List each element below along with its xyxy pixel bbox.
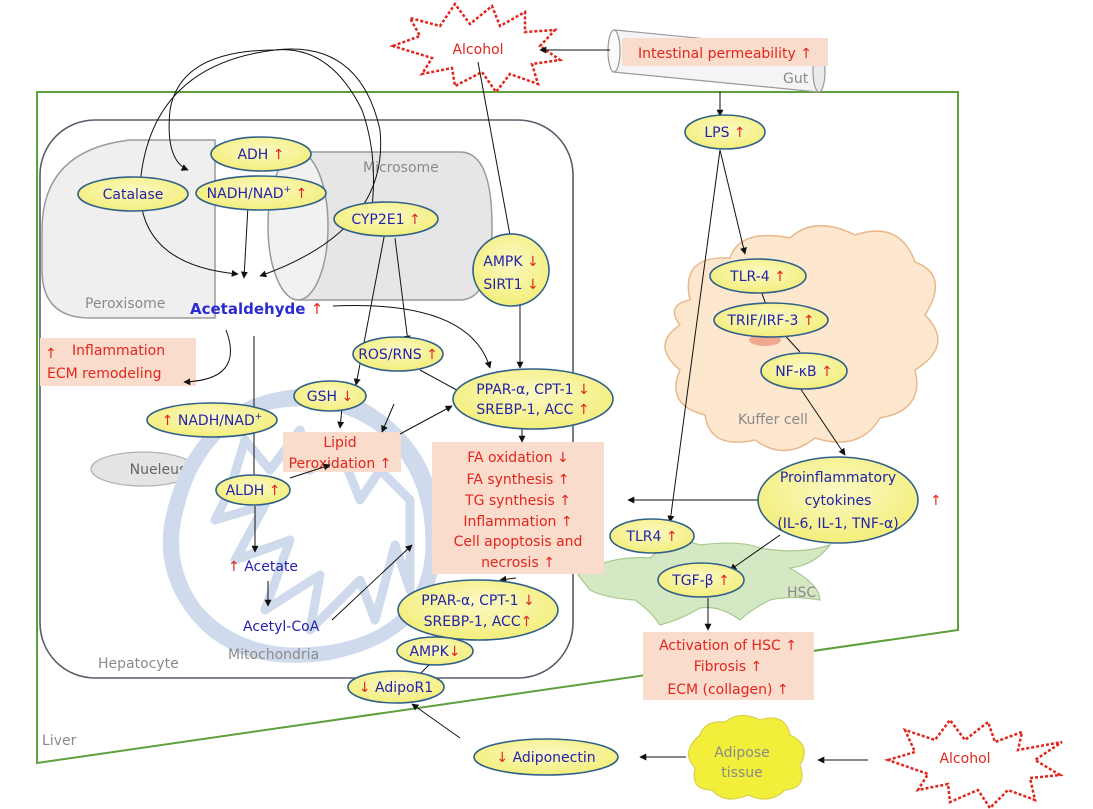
label-catalase: Catalase bbox=[103, 187, 164, 203]
label-trif: TRIF/IRF-3 ↑ bbox=[726, 313, 814, 329]
label-srebp-bot: SREBP-1, ACC↑ bbox=[424, 614, 533, 630]
node-ampk-bot bbox=[396, 636, 474, 666]
label-nfkb: NF-κB ↑ bbox=[775, 364, 833, 380]
label-nadh-top: NADH/NAD+ ↑ bbox=[207, 185, 308, 202]
label-gsh: GSH ↓ bbox=[307, 389, 353, 405]
node-adh bbox=[210, 136, 312, 172]
hepatocyte-label: Hepatocyte bbox=[98, 656, 179, 672]
label-aldh: ALDH ↑ bbox=[226, 483, 281, 499]
node-nadh-mid bbox=[146, 402, 278, 438]
label-ros: ROS/RNS ↑ bbox=[358, 347, 438, 363]
label-cytokines-1: Proinflammatory bbox=[780, 470, 896, 486]
label-cyp2e1: CYP2E1 ↑ bbox=[351, 212, 420, 228]
node-cytokines bbox=[757, 456, 919, 544]
node-adipor1 bbox=[347, 670, 445, 704]
node-cyp2e1 bbox=[333, 201, 439, 237]
alcohol-top-label: Alcohol bbox=[452, 42, 503, 58]
alcohol-bottom-label: Alcohol bbox=[939, 751, 990, 767]
svg-text:Inflammation ↑: Inflammation ↑ bbox=[463, 514, 572, 530]
node-lps bbox=[684, 114, 766, 150]
svg-text:Cell apoptosis and: Cell apoptosis and bbox=[454, 534, 583, 550]
node-ampk-sirt1 bbox=[472, 233, 550, 307]
intestinal-box bbox=[622, 38, 828, 66]
inflammation-box bbox=[40, 338, 196, 386]
node-tlr4-kc bbox=[709, 258, 807, 294]
label-tlr4-kc: TLR-4 ↑ bbox=[729, 269, 786, 285]
label-nadh-mid: ↑ NADH/NAD+ bbox=[162, 412, 263, 429]
alcohol-burst-bottom bbox=[883, 717, 1064, 809]
peroxidation-text: Peroxidation ↑ bbox=[289, 456, 392, 472]
peroxisome bbox=[41, 139, 216, 319]
svg-text:ECM (collagen) ↑: ECM (collagen) ↑ bbox=[667, 682, 788, 698]
node-tlr4-hsc bbox=[609, 518, 695, 554]
microsome-label: Microsome bbox=[363, 160, 439, 176]
pathway-arrows bbox=[139, 46, 868, 764]
node-ros bbox=[352, 336, 444, 372]
label-srebp-top: SREBP-1, ACC ↑ bbox=[476, 402, 589, 418]
node-adiponectin bbox=[473, 738, 619, 776]
node-ppar-bot bbox=[397, 579, 559, 641]
label-acetaldehyde: Acetaldehyde ↑ bbox=[190, 300, 323, 318]
label-tlr4-hsc: TLR4 ↑ bbox=[625, 529, 677, 545]
node-nfkb bbox=[760, 352, 848, 390]
label-cytokines-up: ↑ bbox=[930, 493, 942, 509]
label-ampk-bot: AMPK↓ bbox=[409, 644, 460, 660]
lipid-box bbox=[283, 432, 401, 472]
liver-label: Liver bbox=[42, 733, 77, 749]
label-adh: ADH ↑ bbox=[237, 147, 284, 163]
inflammation-text: Inflammation bbox=[72, 343, 165, 359]
svg-text:Fibrosis ↑: Fibrosis ↑ bbox=[694, 659, 763, 675]
liver-border bbox=[36, 91, 959, 765]
svg-text:FA synthesis ↑: FA synthesis ↑ bbox=[467, 472, 570, 488]
label-adipor1: ↓ AdipoR1 bbox=[359, 680, 433, 696]
enzyme-nodes bbox=[77, 114, 919, 776]
node-aldh bbox=[215, 474, 291, 506]
lipid-text: Lipid bbox=[323, 435, 356, 451]
svg-text:necrosis ↑: necrosis ↑ bbox=[481, 555, 555, 571]
peroxisome-label: Peroxisome bbox=[85, 296, 165, 312]
label-ppar-top: PPAR-α, CPT-1 ↓ bbox=[476, 382, 590, 398]
mitochondria-label: Mitochondria bbox=[228, 647, 319, 663]
hsc-label: HSC bbox=[787, 585, 816, 601]
svg-text:TG synthesis ↑: TG synthesis ↑ bbox=[464, 493, 571, 509]
label-acetyl-coa: Acetyl-CoA bbox=[243, 619, 320, 635]
label-cytokines-2: cytokines bbox=[805, 493, 872, 509]
adipose-label-1: Adipose bbox=[714, 745, 769, 761]
nucleus-label: Nueleus bbox=[130, 462, 187, 478]
label-ppar-bot: PPAR-α, CPT-1 ↓ bbox=[421, 593, 535, 609]
node-ppar-top bbox=[452, 368, 614, 430]
label-tgfb: TGF-β ↑ bbox=[671, 573, 730, 589]
kupffer-label: Kuffer cell bbox=[738, 412, 808, 428]
adipose-label-2: tissue bbox=[721, 765, 762, 781]
label-cytokines-3: (IL-6, IL-1, TNF-α) bbox=[777, 516, 898, 532]
node-tgfb bbox=[657, 562, 745, 598]
intestinal-text: Intestinal permeability ↑ bbox=[638, 46, 812, 62]
node-labels: ADH ↑ Catalase NADH/NAD+ ↑ CYP2E1 ↑ Acet… bbox=[103, 125, 942, 766]
label-ampk-top: AMPK ↓ bbox=[483, 254, 538, 270]
fibrosis-box bbox=[643, 632, 814, 700]
adipose-tissue bbox=[688, 714, 805, 800]
label-acetate: ↑ Acetate bbox=[228, 559, 298, 575]
fa-outcomes-text: FA oxidation ↓ FA synthesis ↑ TG synthes… bbox=[454, 450, 583, 571]
node-nadh-top bbox=[195, 175, 327, 211]
gut-label: Gut bbox=[783, 71, 809, 87]
label-lps: LPS ↑ bbox=[704, 125, 745, 141]
inflammation-up: ↑ bbox=[45, 346, 57, 362]
node-gsh bbox=[293, 380, 367, 412]
node-trif bbox=[713, 302, 829, 338]
fa-outcomes-box bbox=[432, 442, 604, 574]
node-catalase bbox=[77, 176, 189, 212]
svg-text:Activation of HSC ↑: Activation of HSC ↑ bbox=[659, 638, 797, 654]
label-sirt1: SIRT1 ↓ bbox=[483, 277, 538, 293]
ecm-remodeling-text: ECM remodeling bbox=[47, 366, 161, 382]
label-adiponectin: ↓ Adiponectin bbox=[496, 750, 595, 766]
svg-text:FA oxidation ↓: FA oxidation ↓ bbox=[467, 450, 569, 466]
alcohol-burst-top bbox=[389, 1, 564, 95]
fibrosis-text: Activation of HSC ↑ Fibrosis ↑ ECM (coll… bbox=[659, 638, 797, 698]
